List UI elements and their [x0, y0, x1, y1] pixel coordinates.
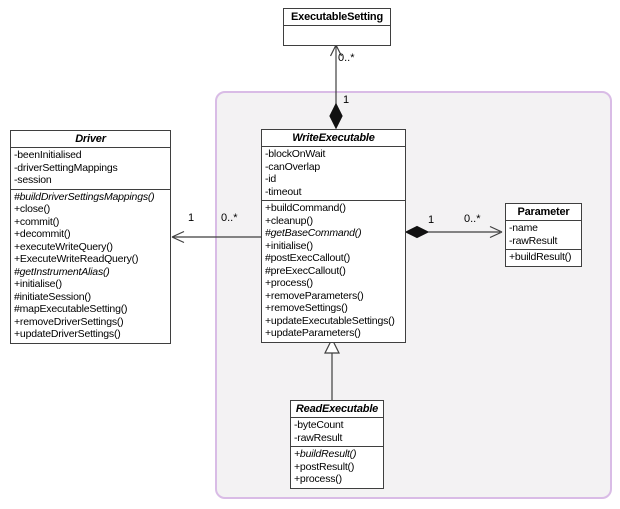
uml-class-writeexecutable[interactable]: WriteExecutable -blockOnWait-canOverlap-i… — [261, 129, 406, 343]
class-method: #preExecCallout() — [265, 264, 346, 277]
uml-class-driver[interactable]: Driver -beenInitialised-driverSettingMapp… — [10, 130, 171, 344]
class-method: +initialise() — [14, 278, 62, 290]
class-name: WriteExecutable — [292, 132, 375, 144]
class-attribute: -session — [14, 174, 52, 186]
attributes-compartment — [284, 25, 390, 45]
class-method: +removeDriverSettings() — [14, 315, 124, 328]
class-attribute: -byteCount — [294, 419, 344, 431]
methods-compartment: +buildCommand()+cleanup()#getBaseCommand… — [262, 200, 405, 342]
class-name: ReadExecutable — [295, 403, 379, 415]
class-method: +buildCommand() — [265, 202, 346, 214]
class-name: Driver — [75, 133, 106, 145]
class-method: +cleanup() — [265, 214, 313, 227]
methods-compartment: +buildResult()+postResult()+process() — [291, 446, 383, 488]
class-method: +initialise() — [265, 239, 313, 252]
methods-compartment: +buildResult() — [506, 249, 581, 266]
class-method: +removeSettings() — [265, 302, 348, 314]
class-method: +removeParameters() — [265, 289, 364, 302]
open-arrowhead-icon — [171, 230, 185, 244]
class-method: #mapExecutableSetting() — [14, 303, 128, 315]
class-method: #buildDriverSettingsMappings() — [14, 190, 155, 203]
class-method: +buildResult() — [509, 251, 572, 263]
class-attribute: -rawResult — [509, 234, 558, 247]
attributes-compartment: -name-rawResult — [506, 220, 581, 249]
class-name: Parameter — [517, 206, 570, 218]
class-attribute: -id — [265, 173, 277, 185]
class-method: +close() — [14, 203, 51, 215]
multiplicity-label: 1 — [343, 94, 350, 106]
class-attribute: -canOverlap — [265, 160, 320, 173]
multiplicity-label: 0..* — [338, 52, 355, 64]
class-method: +decommit() — [14, 228, 71, 240]
class-method: #getBaseCommand() — [265, 227, 362, 239]
class-name: ExecutableSetting — [291, 11, 383, 23]
uml-class-executablesetting[interactable]: ExecutableSetting — [283, 8, 391, 46]
class-attribute: -blockOnWait — [265, 148, 326, 160]
class-method: +executeWriteQuery() — [14, 240, 113, 253]
attributes-compartment: -byteCount-rawResult — [291, 417, 383, 446]
multiplicity-label: 1 — [188, 212, 195, 224]
attributes-compartment: -beenInitialised-driverSettingMappings-s… — [11, 147, 170, 189]
class-method: +process() — [265, 277, 313, 289]
class-attribute: -name — [509, 222, 538, 234]
class-attribute: -driverSettingMappings — [14, 161, 118, 174]
class-method: +process() — [294, 473, 342, 485]
class-method: +ExecuteWriteReadQuery() — [14, 253, 139, 265]
class-method: +updateParameters() — [265, 327, 361, 339]
multiplicity-label: 0..* — [221, 212, 238, 224]
methods-compartment: #buildDriverSettingsMappings()+close()+c… — [11, 188, 170, 343]
uml-class-parameter[interactable]: Parameter -name-rawResult +buildResult() — [505, 203, 582, 267]
class-method: +updateExecutableSettings() — [265, 314, 395, 327]
class-method: #postExecCallout() — [265, 252, 351, 264]
attributes-compartment: -blockOnWait-canOverlap-id-timeout — [262, 146, 405, 200]
class-method: +postResult() — [294, 460, 355, 473]
uml-class-readexecutable[interactable]: ReadExecutable-byteCount-rawResult+build… — [290, 400, 384, 489]
class-method: +commit() — [14, 215, 60, 228]
class-attribute: -rawResult — [294, 431, 343, 444]
class-attribute: -timeout — [265, 185, 302, 198]
class-method: #initiateSession() — [14, 290, 91, 303]
multiplicity-label: 0..* — [464, 213, 481, 225]
class-method: +buildResult() — [294, 448, 357, 460]
class-attribute: -beenInitialised — [14, 149, 82, 161]
multiplicity-label: 1 — [428, 214, 435, 226]
class-method: +updateDriverSettings() — [14, 328, 121, 340]
class-method: #getInstrumentAlias() — [14, 265, 110, 278]
